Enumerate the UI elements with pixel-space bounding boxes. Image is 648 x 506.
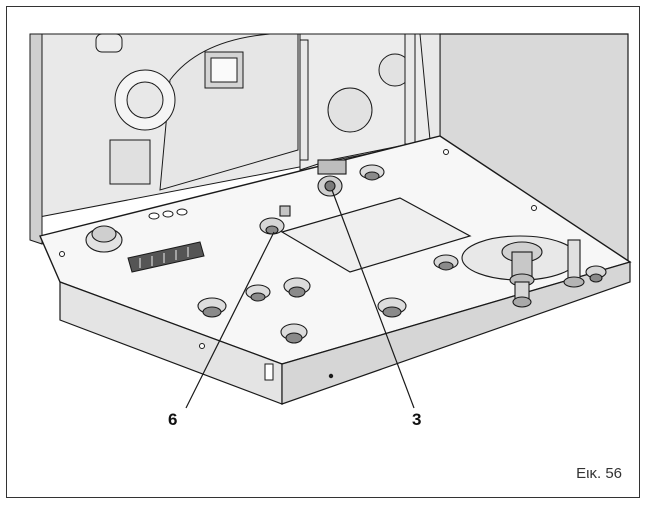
callout-6: 6 [168,410,178,429]
pipe-vertical-mid [299,39,309,161]
fitting-e [377,297,407,318]
terminal-block [127,241,205,273]
fitting-a [197,297,227,318]
fitting-3-safety-valve [317,159,347,197]
circuit-board [109,139,151,185]
callout-3: 3 [412,410,422,429]
pipe-vertical-right [404,33,416,145]
fitting-d [280,323,308,344]
panel-fittings [85,159,407,344]
figure-caption: Εικ. 56 [576,465,622,482]
right-pipe-fittings [433,239,607,288]
display-screen [210,57,238,83]
panel-screw-dot [328,373,334,379]
fitting-f [359,164,385,181]
fitting-c [283,277,311,298]
cover-plate [280,197,472,273]
pump-body [327,87,373,133]
leader-line-6 [185,231,275,409]
panel-slot [264,363,274,381]
fitting-6-drain [259,205,291,235]
leader-line-3 [331,189,415,409]
bottom-panel-right-lip [281,261,631,405]
gas-inlet-fitting [461,235,579,308]
panel-screws [59,149,537,349]
fitting-b [245,284,271,302]
internal-components [95,33,431,191]
casing-left-edge [29,33,43,245]
fan-inner [126,81,164,119]
pressure-gauge-fitting [85,225,123,253]
pipe-top-left [95,33,123,53]
control-housing [159,33,299,191]
